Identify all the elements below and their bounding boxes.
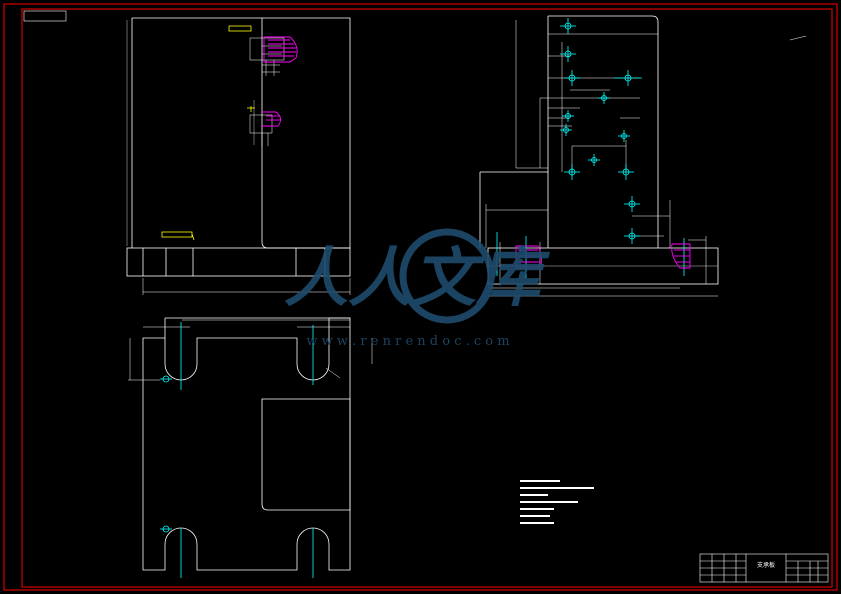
side-view-hatching <box>515 243 691 269</box>
side-view-centerlines <box>496 18 685 278</box>
watermark-url: w w w . r e n r e n d o c . c o m <box>306 334 509 349</box>
watermark: 人人文库 w w w . r e n r e n d o c . c o m <box>284 228 551 349</box>
front-view-tags <box>161 25 255 241</box>
part-name: 支承板 <box>757 561 775 569</box>
title-block <box>699 553 829 583</box>
front-view <box>126 17 351 295</box>
top-view <box>128 317 373 571</box>
drawing-frame <box>3 3 838 591</box>
technical-notes <box>520 480 594 524</box>
watermark-brand: 人人文库 <box>284 241 551 316</box>
watermark-logo-ring <box>399 228 495 324</box>
front-view-hatching <box>262 36 298 127</box>
top-view-centerlines <box>160 322 314 578</box>
